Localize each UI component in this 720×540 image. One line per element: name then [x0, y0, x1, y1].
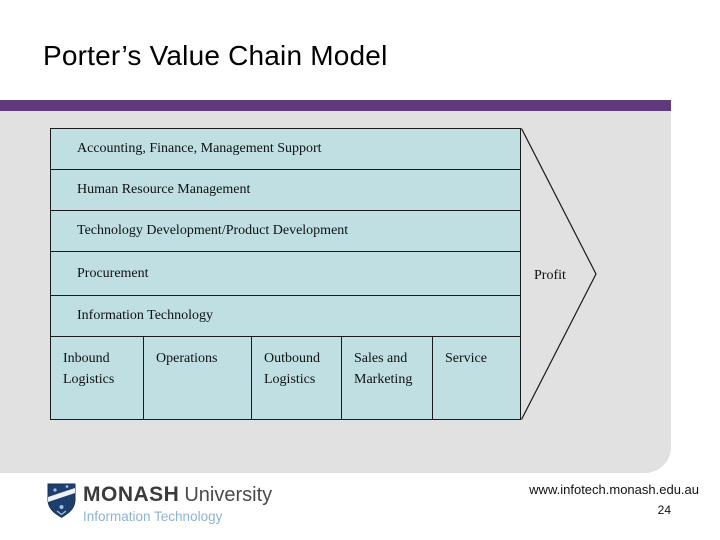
support-activity-row: Technology Development/Product Developme… [51, 211, 520, 252]
footer-url: www.infotech.monash.edu.au [529, 482, 699, 497]
primary-activities-row: Inbound Logistics Operations Outbound Lo… [51, 337, 520, 419]
logo-name-row: MONASH University [83, 483, 272, 507]
profit-arrow-shape [521, 128, 597, 420]
accent-bar [0, 100, 671, 111]
primary-activity-cell: Inbound Logistics [51, 337, 144, 419]
primary-activity-cell: Service [445, 351, 487, 366]
monash-logo: MONASH University Information Technology [47, 483, 272, 524]
profit-label: Profit [534, 268, 566, 283]
support-activity-row: Human Resource Management [51, 170, 520, 211]
page-number: 24 [657, 503, 671, 517]
logo-department: Information Technology [83, 509, 223, 524]
primary-activity-cell: Outbound Logistics [252, 337, 342, 419]
value-chain-diagram: Accounting, Finance, Management Support … [50, 128, 521, 420]
primary-activity-cell: Operations [144, 337, 252, 419]
logo-institution: MONASH [83, 483, 180, 506]
logo-institution-suffix: University [184, 484, 273, 506]
support-activity-row: Procurement [51, 252, 520, 296]
monash-shield-icon [47, 483, 76, 518]
primary-activity-cell: Sales and Marketing [342, 337, 433, 419]
support-activity-row: Accounting, Finance, Management Support [51, 129, 520, 170]
page-title: Porter’s Value Chain Model [43, 40, 388, 71]
logo-text: MONASH University Information Technology [83, 483, 272, 524]
support-activity-row: Information Technology [51, 296, 520, 337]
content-panel: Accounting, Finance, Management Support … [0, 111, 671, 473]
